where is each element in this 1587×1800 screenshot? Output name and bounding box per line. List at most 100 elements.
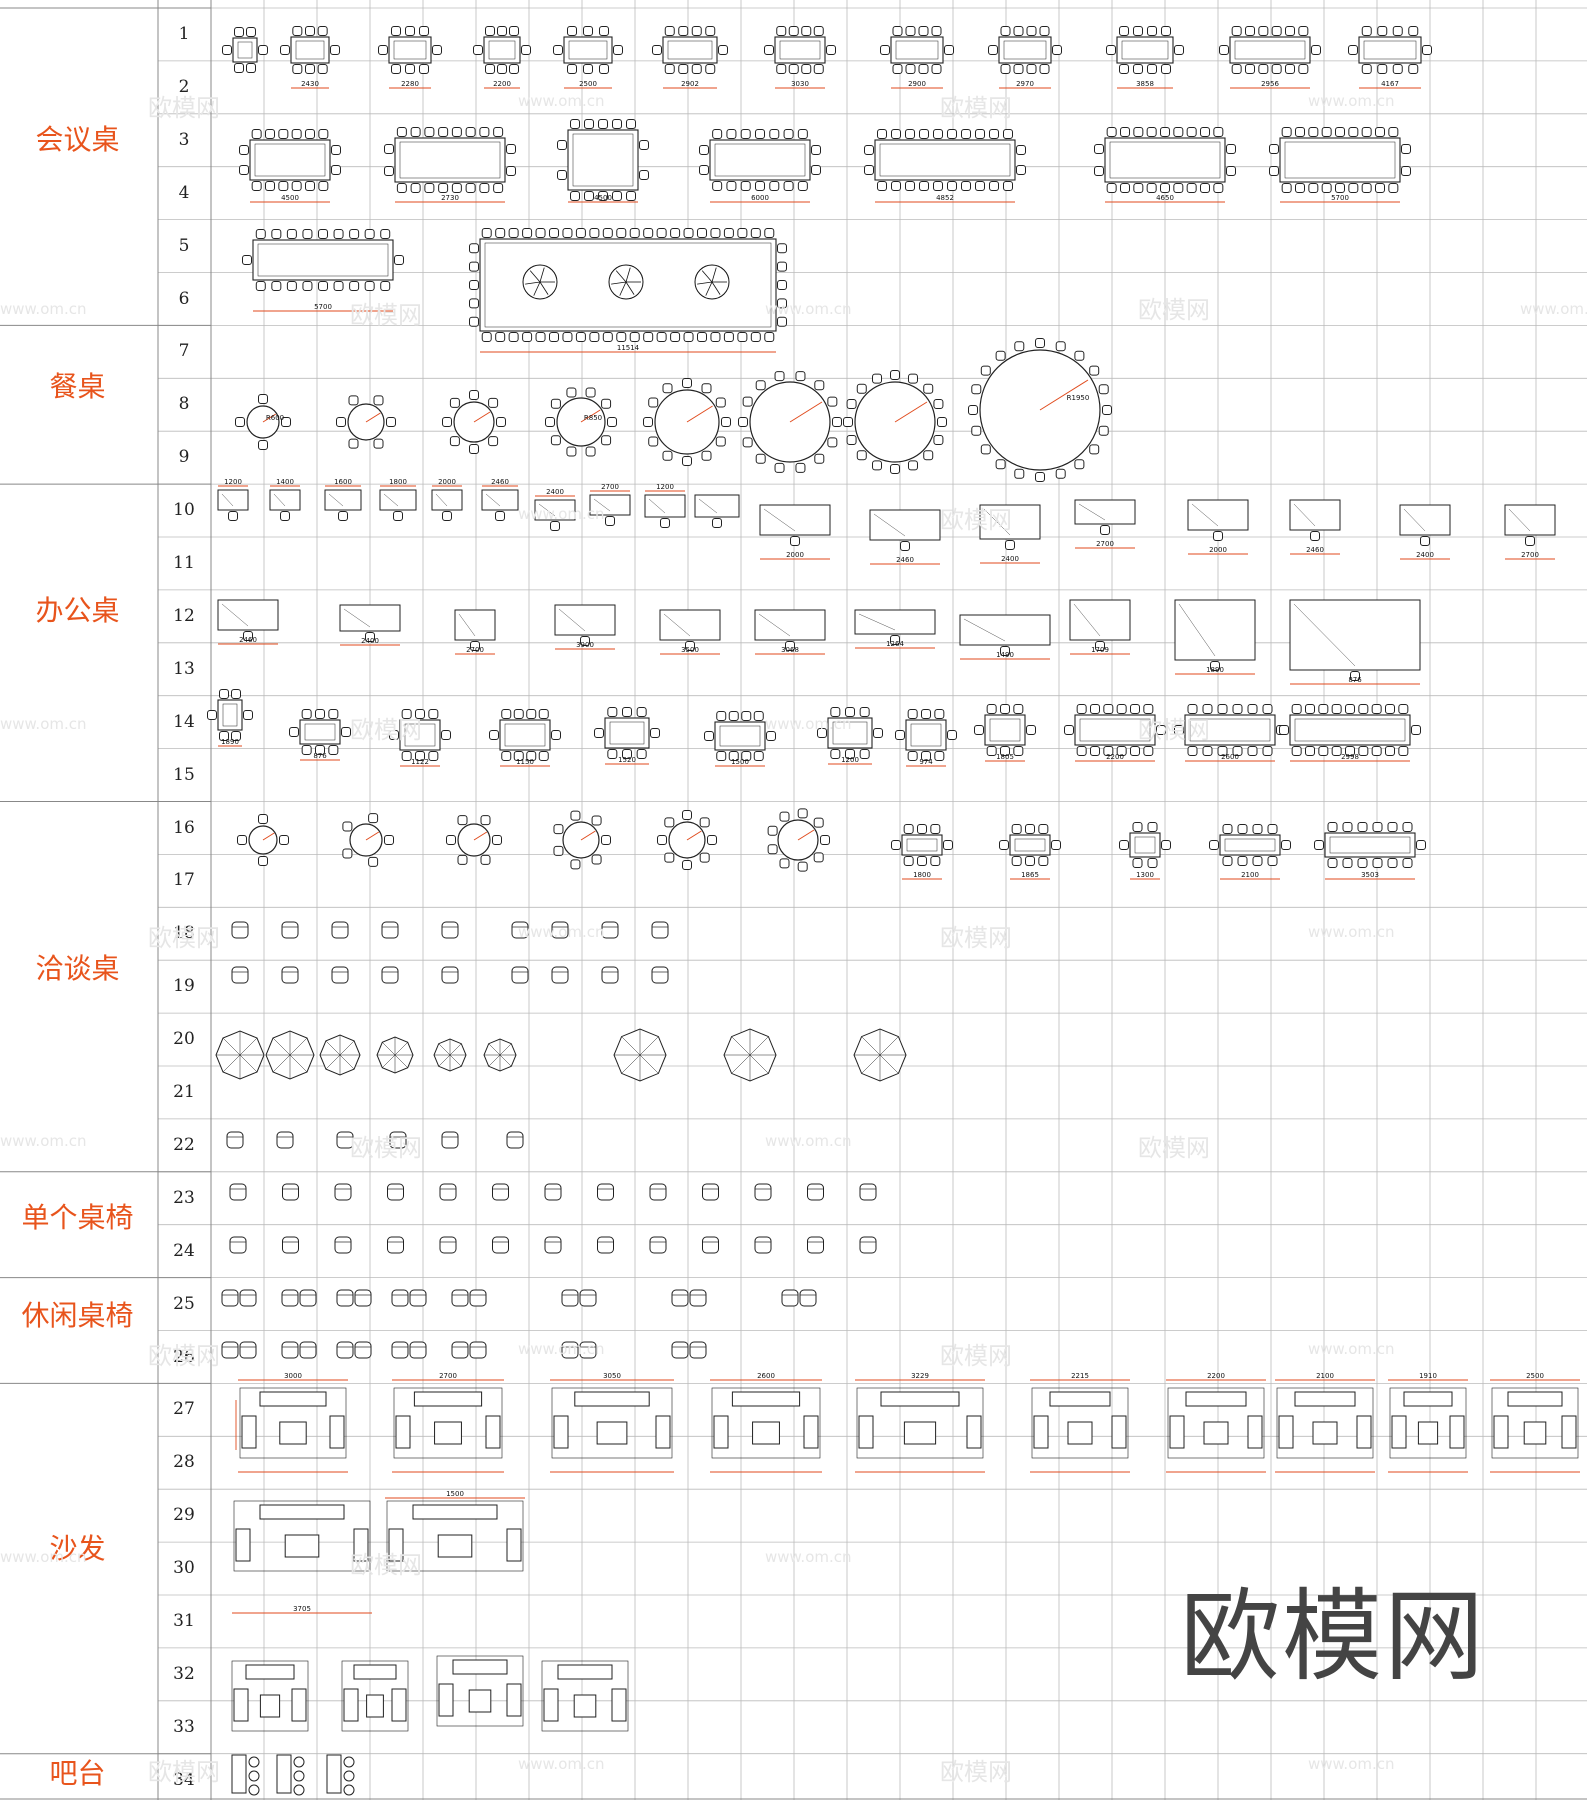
chair-icon	[513, 709, 524, 719]
chair-icon	[1321, 127, 1332, 137]
chair-icon	[553, 845, 564, 856]
conference-table-icon	[1289, 714, 1411, 746]
dimension-label: 5700	[1331, 194, 1349, 202]
chair-icon	[1174, 725, 1184, 735]
umbrella-rib	[382, 1042, 396, 1056]
chair-icon	[1116, 746, 1127, 756]
table-inner-line	[1079, 718, 1151, 742]
chair-icon	[469, 444, 479, 454]
conference-table-icon	[217, 699, 243, 731]
chair-icon	[1146, 183, 1157, 193]
rug-outline	[1167, 1387, 1265, 1459]
sofa-side-icon	[1561, 1415, 1577, 1449]
armchair-icon	[441, 966, 459, 984]
chair-icon	[1161, 64, 1171, 74]
chair-icon	[1252, 824, 1263, 834]
chair-icon	[1387, 858, 1398, 868]
dimension-label: 1264	[886, 640, 904, 648]
umbrella-rib	[339, 1054, 355, 1070]
chair-icon	[1375, 183, 1385, 193]
sofa-side-icon	[713, 1415, 729, 1449]
chair-icon	[813, 26, 824, 36]
umbrella-rib	[449, 1054, 462, 1067]
chair-icon	[891, 840, 901, 850]
chair-icon	[1132, 822, 1143, 832]
chair-icon	[1252, 856, 1263, 866]
chair-icon	[664, 852, 675, 863]
chair-icon	[442, 511, 452, 521]
chair-icon	[1335, 183, 1345, 193]
sofa-side-icon	[803, 1415, 819, 1449]
sofa-side-icon	[329, 1415, 345, 1449]
row-number: 29	[173, 1505, 195, 1526]
desk-detail	[1293, 503, 1316, 527]
office-desk-icon	[481, 489, 519, 511]
chair-icon	[1401, 166, 1411, 176]
chair-icon	[1262, 704, 1273, 714]
watermark-url: www.om.cn	[518, 92, 605, 110]
chair-icon	[811, 145, 821, 155]
chair-icon	[1271, 64, 1282, 74]
chair-icon	[845, 707, 855, 717]
conference-table-icon	[890, 36, 944, 64]
chair-icon	[338, 511, 348, 521]
chair-icon	[1385, 704, 1395, 714]
chair-icon	[1298, 64, 1309, 74]
umbrella-rib	[639, 1036, 659, 1056]
chair-icon	[401, 751, 412, 761]
armchair-icon	[649, 1183, 667, 1201]
chair-icon	[457, 854, 468, 865]
chair-icon	[1267, 824, 1278, 834]
chair-icon	[222, 45, 232, 55]
chair-icon	[1285, 64, 1295, 74]
chair-icon	[585, 446, 596, 457]
desk-detail	[538, 503, 556, 517]
chair-icon	[485, 26, 495, 36]
chair-icon	[234, 27, 244, 37]
watermark-logo: 欧模网	[1138, 716, 1210, 744]
chair-icon	[846, 434, 857, 445]
chair-icon	[1372, 822, 1383, 832]
chair-icon	[364, 229, 375, 239]
radius-line	[580, 409, 601, 423]
armchair-icon	[551, 966, 569, 984]
dimension-label: 2460	[239, 636, 257, 644]
dimension-label: 4500	[281, 194, 299, 202]
conference-table-icon	[249, 139, 331, 181]
chair-icon	[769, 129, 780, 139]
chair-icon	[538, 751, 549, 761]
chair-icon	[602, 228, 613, 238]
chair-icon	[389, 730, 399, 740]
armchair-icon	[231, 966, 249, 984]
chair-icon	[384, 144, 394, 154]
sofa-side-icon	[553, 1415, 569, 1449]
chair-icon	[728, 711, 739, 721]
sofa-set-icon	[1507, 1391, 1563, 1407]
chair-icon	[451, 183, 462, 193]
chair-icon	[1392, 26, 1403, 36]
armchair-icon	[561, 1289, 579, 1307]
radius-line	[686, 830, 702, 841]
chair-icon	[755, 129, 765, 139]
chair-icon	[930, 824, 941, 834]
chair-icon	[239, 165, 249, 175]
chair-icon	[989, 181, 999, 191]
chair-icon	[469, 280, 479, 290]
chair-icon	[683, 332, 694, 342]
chair-icon	[1281, 183, 1292, 193]
watermark-logo: 欧模网	[350, 1134, 422, 1162]
umbrella-rib	[438, 1043, 451, 1056]
row-number: 19	[173, 976, 195, 997]
dimension-label: 5700	[314, 303, 332, 311]
chair-icon	[278, 129, 289, 139]
chair-icon	[348, 438, 359, 449]
chair-icon	[368, 813, 379, 824]
dimension-label: 2730	[441, 194, 459, 202]
category-label-sofa: 沙发	[49, 1532, 106, 1565]
armchair-icon	[671, 1341, 689, 1359]
chair-icon	[469, 243, 479, 254]
desk-detail	[1403, 508, 1426, 532]
chair-icon	[1388, 183, 1399, 193]
dimension-label: 1150	[516, 758, 534, 766]
